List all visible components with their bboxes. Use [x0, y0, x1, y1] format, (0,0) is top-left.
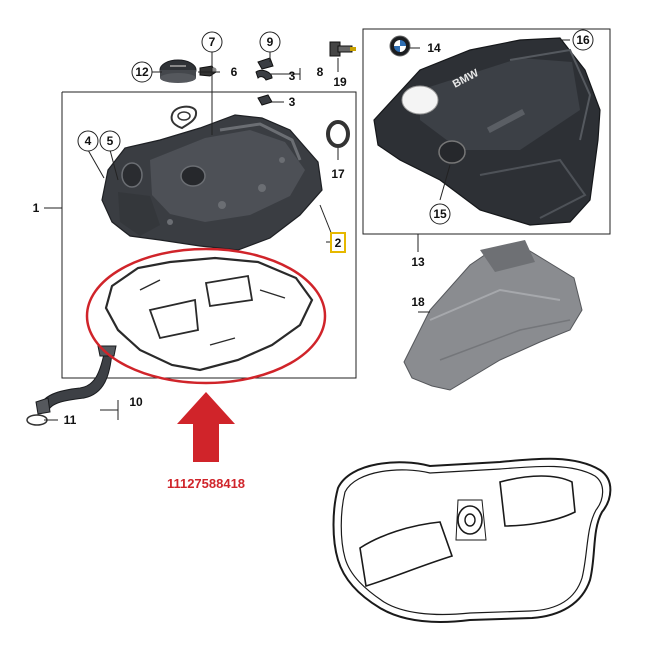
svg-text:13: 13: [411, 255, 425, 269]
svg-text:12: 12: [135, 65, 149, 79]
engine-cover: BMW: [373, 37, 601, 226]
callout-6: 6: [231, 65, 238, 79]
svg-text:1: 1: [33, 201, 40, 215]
breather-hose-10: [35, 345, 117, 415]
o-ring-17: [326, 120, 350, 148]
valve-cover-gasket: [104, 256, 314, 372]
gasket-photo-outline: [332, 457, 612, 623]
part-number: 11127588418: [167, 476, 245, 491]
assembly-frame-13: [362, 28, 611, 252]
svg-text:8: 8: [317, 65, 324, 79]
callout-19: 19: [333, 75, 347, 89]
callout-16: 16: [572, 29, 594, 51]
svg-text:3: 3: [289, 69, 296, 83]
callout-2: 2: [330, 232, 346, 253]
clip-part-9: [255, 57, 274, 106]
svg-text:19: 19: [333, 75, 347, 89]
svg-text:4: 4: [85, 134, 92, 148]
clip-part-6: [199, 65, 217, 77]
callout-4: 4: [77, 130, 99, 152]
svg-text:18: 18: [411, 295, 425, 309]
callout-10: 10: [129, 395, 143, 409]
red-arrow: [177, 392, 235, 462]
callout-1: 1: [33, 201, 40, 215]
svg-text:5: 5: [107, 134, 114, 148]
svg-text:9: 9: [267, 35, 274, 49]
svg-text:17: 17: [331, 167, 345, 181]
callout-9: 9: [259, 31, 281, 53]
callout-12: 12: [131, 61, 153, 83]
callout-5: 5: [99, 130, 121, 152]
callout-13: 13: [411, 255, 425, 269]
svg-text:11: 11: [64, 413, 77, 427]
heat-shield: [403, 240, 583, 391]
svg-text:7: 7: [209, 35, 216, 49]
callout-3a: 3: [289, 69, 296, 83]
callout-3b: 3: [289, 95, 296, 109]
svg-text:16: 16: [576, 33, 590, 47]
svg-text:2: 2: [335, 236, 342, 250]
callout-14: 14: [427, 41, 441, 55]
oil-filler-cap: [159, 59, 197, 83]
callout-15: 15: [429, 203, 451, 225]
callout-7: 7: [201, 31, 223, 53]
valve-cover: [101, 114, 323, 251]
svg-text:10: 10: [129, 395, 143, 409]
bmw-roundel: [389, 35, 411, 57]
callout-8: 8: [317, 65, 324, 79]
sensor-19: [329, 41, 356, 57]
svg-text:6: 6: [231, 65, 238, 79]
callout-17: 17: [331, 167, 345, 181]
callout-18: 18: [411, 295, 425, 309]
callout-11: 11: [64, 413, 77, 427]
leader-lines: [44, 39, 570, 421]
svg-text:14: 14: [427, 41, 441, 55]
svg-text:3: 3: [289, 95, 296, 109]
seal-ring-small: [170, 105, 198, 130]
assembly-frame-1: [44, 91, 357, 379]
gasket-highlight: [85, 247, 327, 385]
svg-text:15: 15: [433, 207, 447, 221]
